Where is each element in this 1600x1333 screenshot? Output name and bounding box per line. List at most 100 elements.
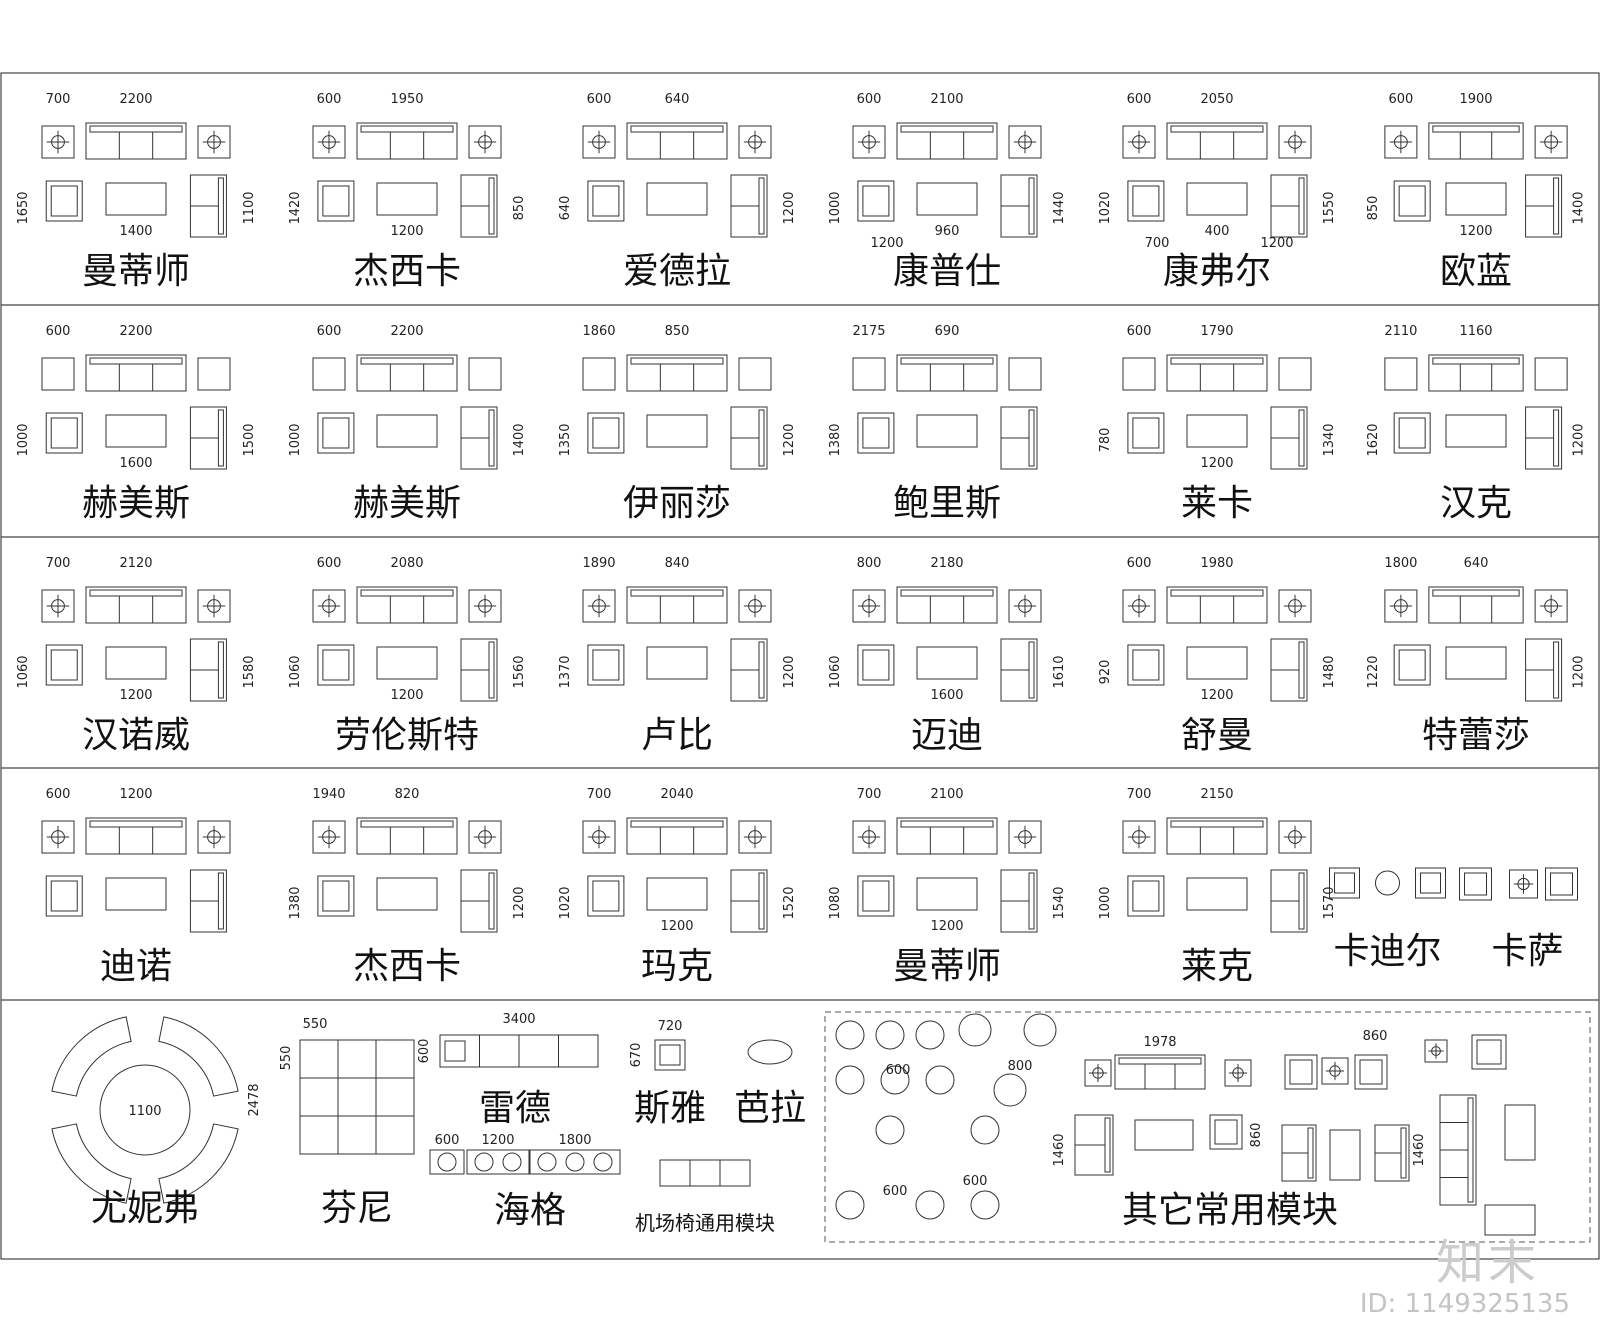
end-table-left xyxy=(852,820,886,854)
dimension-label: 1978 xyxy=(1143,1035,1176,1050)
coffee-table xyxy=(1186,182,1248,216)
dimension-label: 1340 xyxy=(1322,423,1337,456)
set-name: 赫美斯 xyxy=(82,483,190,524)
set-name: 芭拉 xyxy=(734,1088,806,1129)
sofa-outline xyxy=(356,817,458,855)
table-outline xyxy=(1534,589,1568,623)
sofa-back xyxy=(1298,409,1305,467)
sofa-back xyxy=(1170,820,1264,828)
sofa-outline xyxy=(1428,122,1524,160)
chair-outline xyxy=(587,412,625,454)
dimension-label: 1000 xyxy=(1098,886,1113,919)
watermark: 知末 ID: 1149325135 xyxy=(1200,1193,1600,1333)
chair-seat xyxy=(862,649,890,681)
three-seat-sofa xyxy=(626,122,728,160)
loveseat-right xyxy=(1270,174,1308,238)
dimension-label: 1200 xyxy=(390,224,423,239)
watermark-id: ID: 1149325135 xyxy=(1359,1289,1570,1319)
sofa-outline xyxy=(85,586,187,624)
set-name: 机场椅通用模块 xyxy=(635,1211,775,1235)
loveseat-right xyxy=(1000,869,1038,933)
coffee-table xyxy=(1134,1119,1194,1151)
table-outline xyxy=(1008,820,1042,854)
armchair-siya xyxy=(654,1039,686,1071)
sofa-outline xyxy=(85,817,187,855)
table-outline xyxy=(197,589,231,623)
set-name: 莱克 xyxy=(1181,946,1253,987)
loveseat-right xyxy=(1000,406,1038,470)
dimension-label: 1200 xyxy=(1260,236,1293,251)
table-outline xyxy=(738,820,772,854)
dimension-label: 1950 xyxy=(390,92,423,107)
end-table-left xyxy=(1122,820,1156,854)
end-table-left xyxy=(312,820,346,854)
chair-outline xyxy=(45,180,83,222)
dimension-label: 600 xyxy=(1127,556,1152,571)
chair-outline xyxy=(1209,1114,1243,1150)
chair-seat xyxy=(1214,1119,1238,1145)
bench-outline xyxy=(466,1149,530,1175)
lounge-chair xyxy=(835,1190,865,1220)
chair-outline xyxy=(857,180,895,222)
three-seat-sofa xyxy=(1166,122,1268,160)
end-table-left xyxy=(41,820,75,854)
dimension-label: 1610 xyxy=(1052,655,1067,688)
lounge-chair xyxy=(835,1065,865,1095)
dimension-label: 1600 xyxy=(119,456,152,471)
end-table-left xyxy=(41,589,75,623)
loveseat-right xyxy=(460,869,498,933)
lounge-chair xyxy=(915,1190,945,1220)
dimension-label: 600 xyxy=(587,92,612,107)
armchair-left xyxy=(1393,644,1431,686)
armchair-left xyxy=(587,180,625,222)
loveseat-right xyxy=(189,638,227,702)
dimension-label: 850 xyxy=(512,196,527,221)
sofa-back xyxy=(1104,1117,1111,1173)
dimension-label: 1060 xyxy=(288,655,303,688)
three-seat-sofa xyxy=(85,817,187,855)
dimension-label: 960 xyxy=(935,224,960,239)
chair-outline xyxy=(857,875,895,917)
table-outline xyxy=(312,589,346,623)
chair-seat xyxy=(1550,872,1573,896)
sofa-outline xyxy=(1428,586,1524,624)
set-name: 杰西卡 xyxy=(353,946,461,987)
dimension-label: 920 xyxy=(1098,660,1113,685)
dimension-label: 1100 xyxy=(128,1104,161,1119)
chair-seat xyxy=(592,185,620,217)
loveseat xyxy=(1074,1114,1114,1176)
set-name: 芬尼 xyxy=(321,1188,393,1229)
sofa-back xyxy=(630,589,724,597)
sofa-outline xyxy=(626,122,728,160)
sofa-outline xyxy=(1428,354,1524,392)
dimension-label: 820 xyxy=(395,787,420,802)
dimension-label: 640 xyxy=(1464,556,1489,571)
sofa-back xyxy=(1553,409,1560,467)
end-table xyxy=(1224,1059,1252,1087)
dimension-label: 1800 xyxy=(1384,556,1417,571)
end-table-right xyxy=(197,589,231,623)
airport-bench xyxy=(659,1159,751,1187)
end-table-right xyxy=(1534,357,1568,391)
three-seat-sofa xyxy=(896,354,998,392)
chair-seat xyxy=(50,185,78,217)
dimension-label: 600 xyxy=(1388,92,1413,107)
dimension-label: 1540 xyxy=(1052,886,1067,919)
end-table-left xyxy=(852,125,886,159)
chair-outline xyxy=(587,644,625,686)
three-seat-sofa xyxy=(1428,354,1524,392)
loveseat-right xyxy=(730,406,768,470)
table-outline xyxy=(468,125,502,159)
sofa-back xyxy=(488,409,495,467)
dimension-label: 600 xyxy=(1127,324,1152,339)
chair-outline xyxy=(857,644,895,686)
set-name: 汉诺威 xyxy=(82,715,190,756)
chair-seat xyxy=(50,880,78,912)
end-table-right xyxy=(1008,820,1042,854)
table-outline xyxy=(582,125,616,159)
set-name: 玛克 xyxy=(641,946,713,987)
